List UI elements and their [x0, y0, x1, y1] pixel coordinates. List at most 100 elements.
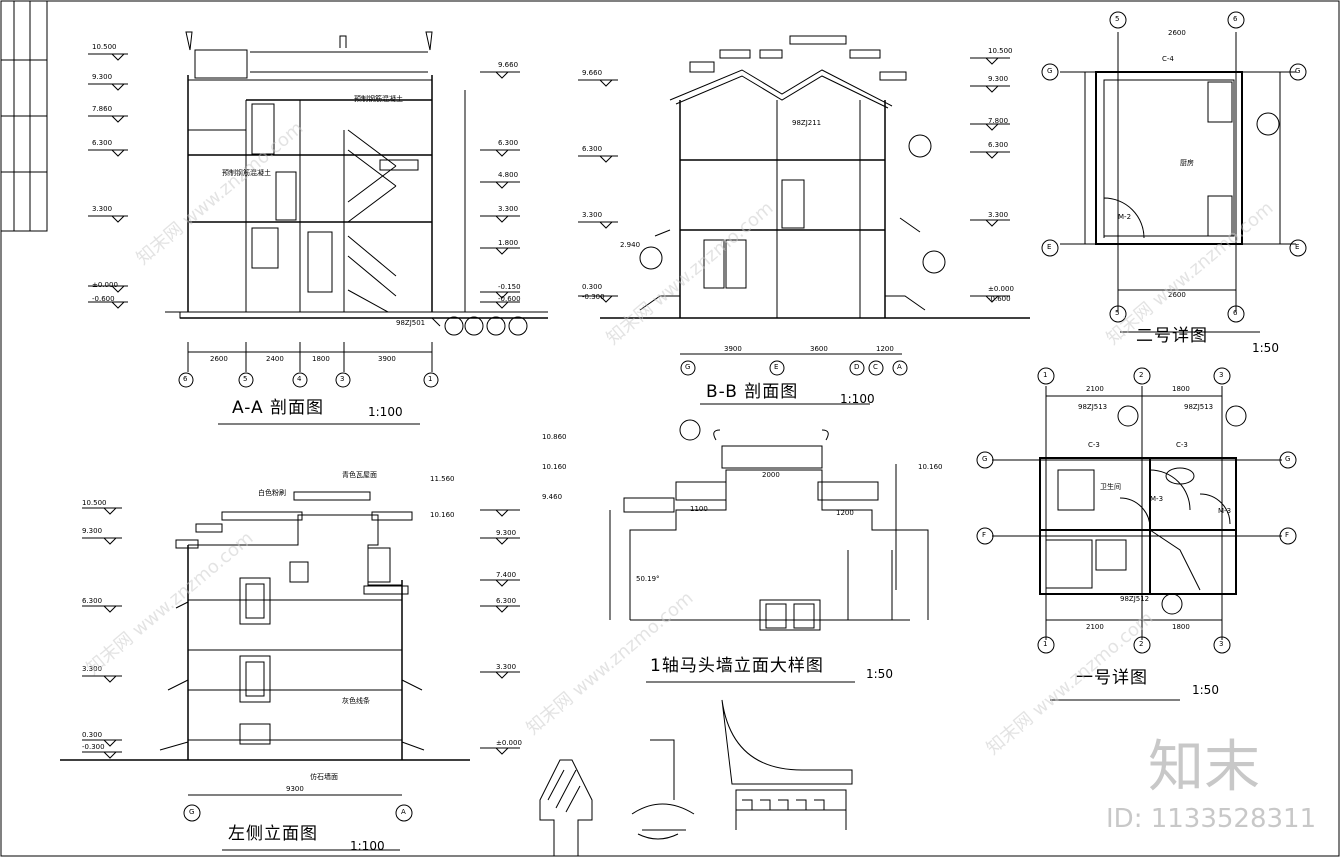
scale-bb: 1:100 — [840, 392, 875, 406]
detail-2 — [1041, 11, 1307, 333]
le-level-right: 10.160 — [430, 511, 455, 519]
d2-axis: 6 — [1233, 15, 1238, 23]
aa-dim: 3900 — [378, 355, 396, 363]
aa-level-right: -0.600 — [498, 295, 521, 303]
aa-level-left: -0.600 — [92, 295, 115, 303]
bb-level-right: 6.300 — [988, 141, 1009, 149]
scale-left-elevation: 1:100 — [350, 839, 385, 853]
bb-axis: A — [897, 363, 902, 371]
d2-window: C-4 — [1162, 55, 1174, 63]
le-level-right: 9.300 — [496, 529, 517, 537]
aa-level-left: ±0.000 — [92, 281, 118, 289]
le-level-right: 11.560 — [430, 475, 455, 483]
bb-dim: 3600 — [810, 345, 828, 353]
d2-axis: G — [1295, 67, 1301, 75]
d1-axis: 1 — [1043, 371, 1048, 379]
bb-level-left: -0.300 — [582, 293, 605, 301]
aa-ref: 98ZJ501 — [396, 319, 426, 327]
d1-dim: 1800 — [1172, 623, 1190, 631]
le-level-right: 3.300 — [496, 663, 517, 671]
le-level-right: ±0.000 — [496, 739, 522, 747]
aa-level-left: 9.300 — [92, 73, 113, 81]
title-detail-1: 一号详图 — [1076, 668, 1148, 688]
d1-axis: F — [1285, 531, 1290, 539]
le-level-left: 9.300 — [82, 527, 103, 535]
bb-level-right: 9.300 — [988, 75, 1009, 83]
mtq-dim: 2000 — [762, 471, 780, 479]
d1-axis: F — [982, 531, 987, 539]
le-level-right: 7.400 — [496, 571, 517, 579]
aa-level-right: 4.800 — [498, 171, 519, 179]
le-axis: A — [401, 808, 406, 816]
d1-window: C-3 — [1088, 441, 1100, 449]
d1-door: M-3 — [1218, 507, 1232, 515]
mtq-dim: 1100 — [690, 505, 708, 513]
aa-level-right: 3.300 — [498, 205, 519, 213]
aa-axis: 5 — [243, 375, 248, 383]
aa-axis: 4 — [297, 375, 302, 383]
horse-head-wall — [609, 419, 929, 683]
d1-axis: 3 — [1219, 371, 1224, 379]
d2-axis: E — [1047, 243, 1052, 251]
aa-level-left: 6.300 — [92, 139, 113, 147]
d2-dim: 2600 — [1168, 291, 1186, 299]
scale-detail-1: 1:50 — [1192, 683, 1219, 697]
le-axis: G — [189, 808, 195, 816]
bb-dim: 3900 — [724, 345, 742, 353]
bb-level-left: 9.660 — [582, 69, 603, 77]
le-note: 青色瓦屋面 — [342, 471, 377, 479]
bb-axis: G — [685, 363, 691, 371]
d2-axis: G — [1047, 67, 1053, 75]
aa-dim: 2400 — [266, 355, 284, 363]
le-level-right: 6.300 — [496, 597, 517, 605]
title-horse-head-wall: 1轴马头墙立面大样图 — [650, 656, 824, 676]
d2-dim: 2600 — [1168, 29, 1186, 37]
bb-level-left: 3.300 — [582, 211, 603, 219]
aa-note: 预制钢筋混凝土 — [354, 95, 403, 103]
d2-axis: 5 — [1115, 15, 1120, 23]
le-level-left: 3.300 — [82, 665, 103, 673]
d1-dim: 2100 — [1086, 623, 1104, 631]
section-aa — [88, 31, 548, 425]
d2-axis: E — [1295, 243, 1300, 251]
le-note: 灰色线条 — [342, 697, 370, 705]
bb-level-left: 6.300 — [582, 145, 603, 153]
detail-1 — [976, 367, 1297, 701]
title-aa: A-A 剖面图 — [232, 398, 325, 418]
aa-axis: 3 — [340, 375, 345, 383]
le-level-left: 6.300 — [82, 597, 103, 605]
mtq-level: 10.860 — [542, 433, 567, 441]
d1-axis: 2 — [1139, 640, 1144, 648]
bb-level-left: 2.940 — [620, 241, 641, 249]
bb-ref: 98ZJ211 — [792, 119, 822, 127]
bb-dim: 1200 — [876, 345, 894, 353]
d2-room: 厨房 — [1180, 159, 1194, 167]
d1-axis: 2 — [1139, 371, 1144, 379]
aa-note: 预制钢筋混凝土 — [222, 169, 271, 177]
d1-ref: 98ZJ513 — [1078, 403, 1108, 411]
aa-level-right: 9.660 — [498, 61, 519, 69]
aa-level-left: 3.300 — [92, 205, 113, 213]
mtq-dim: 1200 — [836, 509, 854, 517]
d1-axis: 3 — [1219, 640, 1224, 648]
aa-axis: 6 — [183, 375, 188, 383]
aa-level-right: -0.150 — [498, 283, 521, 291]
cornice-details — [539, 699, 853, 857]
left-elevation — [60, 491, 520, 851]
bb-level-right: ±0.000 — [988, 285, 1014, 293]
bb-level-left: 0.300 — [582, 283, 603, 291]
d1-dim: 1800 — [1172, 385, 1190, 393]
section-bb — [578, 35, 1030, 405]
aa-level-right: 1.800 — [498, 239, 519, 247]
le-level-left: 10.500 — [82, 499, 107, 507]
aa-level-left: 7.860 — [92, 105, 113, 113]
d1-window: C-3 — [1176, 441, 1188, 449]
title-left-elevation: 左侧立面图 — [228, 824, 318, 844]
mtq-angle: 50.19° — [636, 575, 660, 583]
aa-level-left: 10.500 — [92, 43, 117, 51]
bb-level-right: -0.600 — [988, 295, 1011, 303]
le-level-left: -0.300 — [82, 743, 105, 751]
d1-ref: 98ZJ512 — [1120, 595, 1150, 603]
